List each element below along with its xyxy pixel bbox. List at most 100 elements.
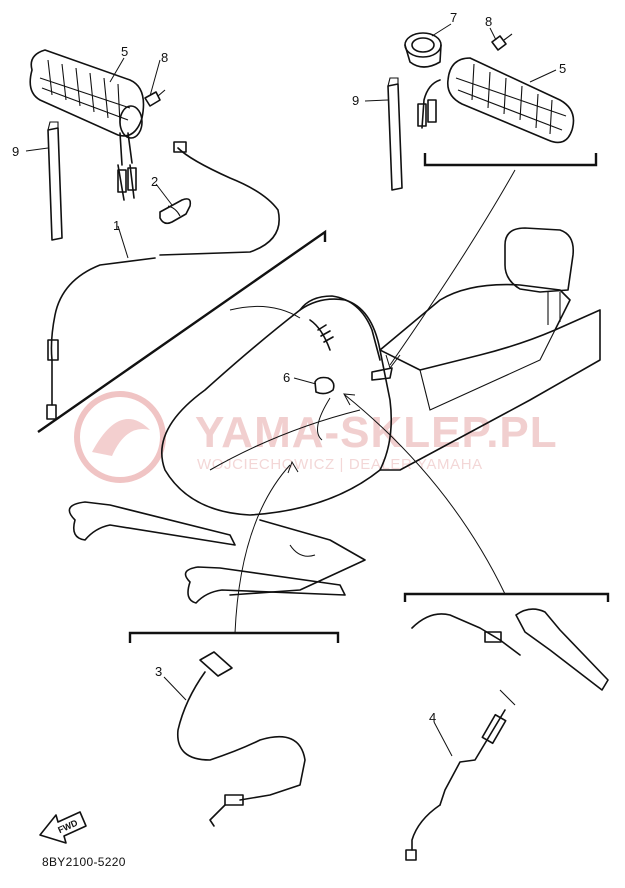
part-7-ring <box>404 32 442 68</box>
part-2-clip <box>159 198 192 225</box>
leader-c5-right <box>529 69 557 83</box>
windshield <box>299 295 381 361</box>
cable-end-fitting <box>173 141 187 153</box>
screw-shank-left <box>157 89 166 97</box>
throttle-cable-lower <box>50 257 156 361</box>
cable-4-separator <box>499 689 516 706</box>
backrest-post <box>547 292 561 325</box>
clamp-6 <box>314 376 335 395</box>
cable-3-end-top <box>199 651 233 677</box>
leader-bottom-right <box>344 394 506 595</box>
snowmobile <box>68 227 601 604</box>
callout-8-right: 8 <box>485 14 492 29</box>
clip-body <box>159 198 192 225</box>
callout-5-left: 5 <box>121 44 128 59</box>
cable-3-fitting <box>224 794 244 806</box>
grip-ribs-left <box>39 77 131 121</box>
frame-left-throttle <box>37 229 327 433</box>
part-8-left-screw <box>144 89 166 107</box>
grip-ribs-right <box>455 77 567 131</box>
leader-c3 <box>163 676 187 701</box>
leader-right-grip <box>389 169 516 366</box>
leader-left-throttle <box>229 305 301 319</box>
watermark: YAMA-SKLEP.PL WOJCIECHOWICZ | DEALER YAM… <box>74 391 558 483</box>
grip-body-left <box>29 49 145 137</box>
ring-side <box>404 44 442 68</box>
part-3-cable <box>177 651 306 827</box>
frame-right-grip <box>423 153 598 167</box>
cable-tie-right <box>387 83 403 191</box>
frame-bottom-left <box>128 631 340 643</box>
handlebar-grip-mark <box>309 319 331 351</box>
cable-4-end <box>405 849 417 861</box>
watermark-subtitle: WOJCIECHOWICZ | DEALER YAMAHA <box>197 456 483 473</box>
side-panel <box>419 329 556 411</box>
cable-tie-head-right <box>387 77 399 87</box>
cable-4-upper-end <box>499 639 521 656</box>
part-9-left-cable-tie <box>47 121 63 241</box>
cable-end-barrel <box>46 404 57 420</box>
cable-adjuster <box>47 339 59 361</box>
cable-4-upper-fitting <box>484 631 502 643</box>
part-code: 8BY2100-5220 <box>42 855 126 869</box>
callouts: 5 8 9 2 1 7 8 5 9 6 3 4 <box>12 10 566 725</box>
track-rail <box>229 519 366 596</box>
ski-left <box>68 501 236 546</box>
callout-4: 4 <box>429 710 436 725</box>
leader-bottom-left <box>234 464 291 634</box>
callout-6: 6 <box>283 370 290 385</box>
callout-5-right: 5 <box>559 61 566 76</box>
cable-3-wire <box>209 804 226 827</box>
leader-bottom-left-arrowhead <box>287 460 299 474</box>
watermark-brand: YAMA-SKLEP.PL <box>195 408 558 457</box>
callout-3: 3 <box>155 664 162 679</box>
fwd-label: FWD <box>56 818 79 836</box>
ring-outer <box>404 32 442 58</box>
part-5-right-grip <box>417 57 575 144</box>
connector-b <box>127 167 137 191</box>
suspension-arm <box>289 544 316 557</box>
cable-4-adjuster <box>481 713 507 745</box>
connector-a <box>117 169 127 193</box>
leader-c8-left <box>149 59 161 97</box>
handlebar-right-end <box>371 367 393 381</box>
callout-9-left: 9 <box>12 144 19 159</box>
leader-c2 <box>155 183 173 206</box>
leader-c8-right <box>489 27 497 41</box>
part-9-right-cable-tie <box>387 77 403 191</box>
connector-right-a <box>417 103 427 127</box>
leader-c4 <box>433 721 453 757</box>
watermark-logo <box>74 391 166 483</box>
grip-body-right <box>446 57 575 144</box>
tunnel <box>379 309 601 471</box>
fwd-arrow-icon <box>39 811 87 844</box>
cable-3-housing <box>177 671 306 801</box>
callout-9-right: 9 <box>352 93 359 108</box>
throttle-cable-upper <box>159 147 280 256</box>
screw-shank-right <box>503 33 513 41</box>
callout-8-left: 8 <box>161 50 168 65</box>
grip-wires-right <box>421 79 441 129</box>
hood <box>161 298 393 516</box>
grip-pattern-left <box>47 59 121 125</box>
callout-leaders <box>25 23 557 757</box>
cable-4-upper <box>411 613 501 641</box>
leader-c5-left <box>109 57 125 83</box>
watermark-logo-mark <box>92 419 150 456</box>
leader-c6 <box>293 377 317 385</box>
part-5-left-grip <box>29 49 145 201</box>
grip-pattern-right <box>471 63 553 135</box>
grip-wires-left <box>119 132 133 166</box>
cable-4-lower <box>411 804 441 851</box>
screw-head-left <box>144 91 161 107</box>
part-8-right-screw <box>491 33 513 51</box>
grip-end-left <box>119 105 143 139</box>
ski-right <box>184 566 346 604</box>
screw-head-right <box>491 35 507 51</box>
cable-tie-head-left <box>47 121 59 131</box>
frame-bottom-right <box>403 592 610 602</box>
leader-clamp <box>317 397 331 441</box>
seat <box>379 283 571 371</box>
cable-4-housing <box>439 709 506 806</box>
